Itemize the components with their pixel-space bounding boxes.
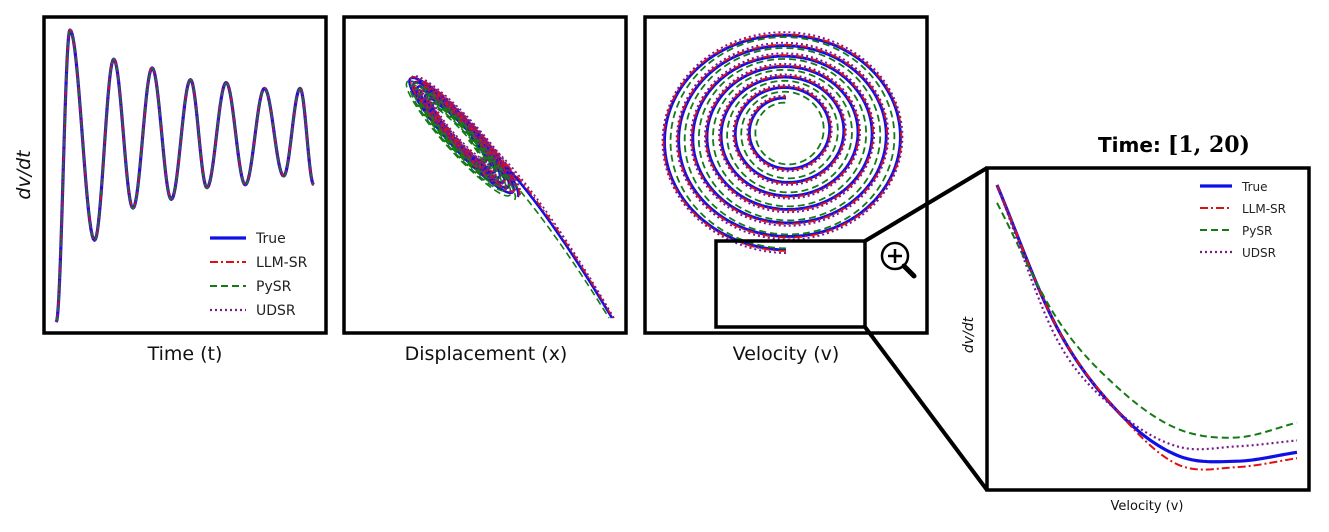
legend-pysr-label: PySR xyxy=(1242,224,1272,238)
panel-zoom-ylabel: dv/dt xyxy=(961,316,977,353)
velocity-udsr-line xyxy=(661,31,904,255)
displacement-true-line xyxy=(408,76,614,319)
panel-velocity-frame xyxy=(643,15,929,335)
panel-zoom-frame xyxy=(985,166,1311,492)
legend-udsr-label: UDSR xyxy=(256,303,296,319)
panel-velocity-lines xyxy=(661,31,904,255)
zoom-title-text: Time: xyxy=(1098,133,1168,157)
displacement-pysr-line xyxy=(405,80,610,319)
time-udsr-line xyxy=(55,28,315,323)
panel-time-frame xyxy=(42,15,328,335)
zoom-llmsr-line xyxy=(996,184,1298,471)
legend-pysr-label: PySR xyxy=(256,279,292,295)
velocity-llmsr-line xyxy=(662,33,903,252)
zoom-title: Time: [1, 20) xyxy=(1098,132,1250,158)
legend-udsr-label: UDSR xyxy=(1242,246,1276,260)
panel-displacement-xlabel: Displacement (x) xyxy=(405,343,568,365)
panel-time-xlabel: Time (t) xyxy=(147,343,223,365)
zoom-udsr-line xyxy=(995,184,1298,451)
velocity-pysr-line xyxy=(669,36,896,250)
zoom-connector-top xyxy=(863,166,989,243)
panel-time-ylabel: dv/dt xyxy=(13,149,35,200)
zoom-region-box xyxy=(714,239,867,329)
panel-velocity-xlabel: Velocity (v) xyxy=(733,343,840,365)
panel-displacement-frame xyxy=(342,15,628,335)
panel-displacement: Displacement (x) xyxy=(342,15,628,365)
panel-displacement-lines xyxy=(405,74,615,319)
legend-true-label: True xyxy=(1241,180,1268,194)
zoom-in-magnifier-icon xyxy=(880,241,917,279)
legend-llmsr-label: LLM-SR xyxy=(256,255,308,271)
panel-velocity: Velocity (v) xyxy=(643,15,929,365)
legend-llmsr-label: LLM-SR xyxy=(1242,202,1286,216)
time-pysr-line xyxy=(55,29,315,323)
zoom-title-math: [1, 20) xyxy=(1168,132,1250,158)
displacement-llmsr-line xyxy=(409,76,614,319)
panel-zoom-lines xyxy=(995,184,1298,471)
zoom-connector-bottom xyxy=(863,325,989,492)
panel-zoom-xlabel: Velocity (v) xyxy=(1111,499,1184,514)
time-llmsr-line xyxy=(55,28,315,323)
zoom-pysr-line xyxy=(996,202,1298,439)
velocity-true-line xyxy=(663,33,902,252)
legend-true-label: True xyxy=(255,231,286,247)
displacement-udsr-line xyxy=(410,74,615,319)
panel-time-lines xyxy=(54,28,315,323)
